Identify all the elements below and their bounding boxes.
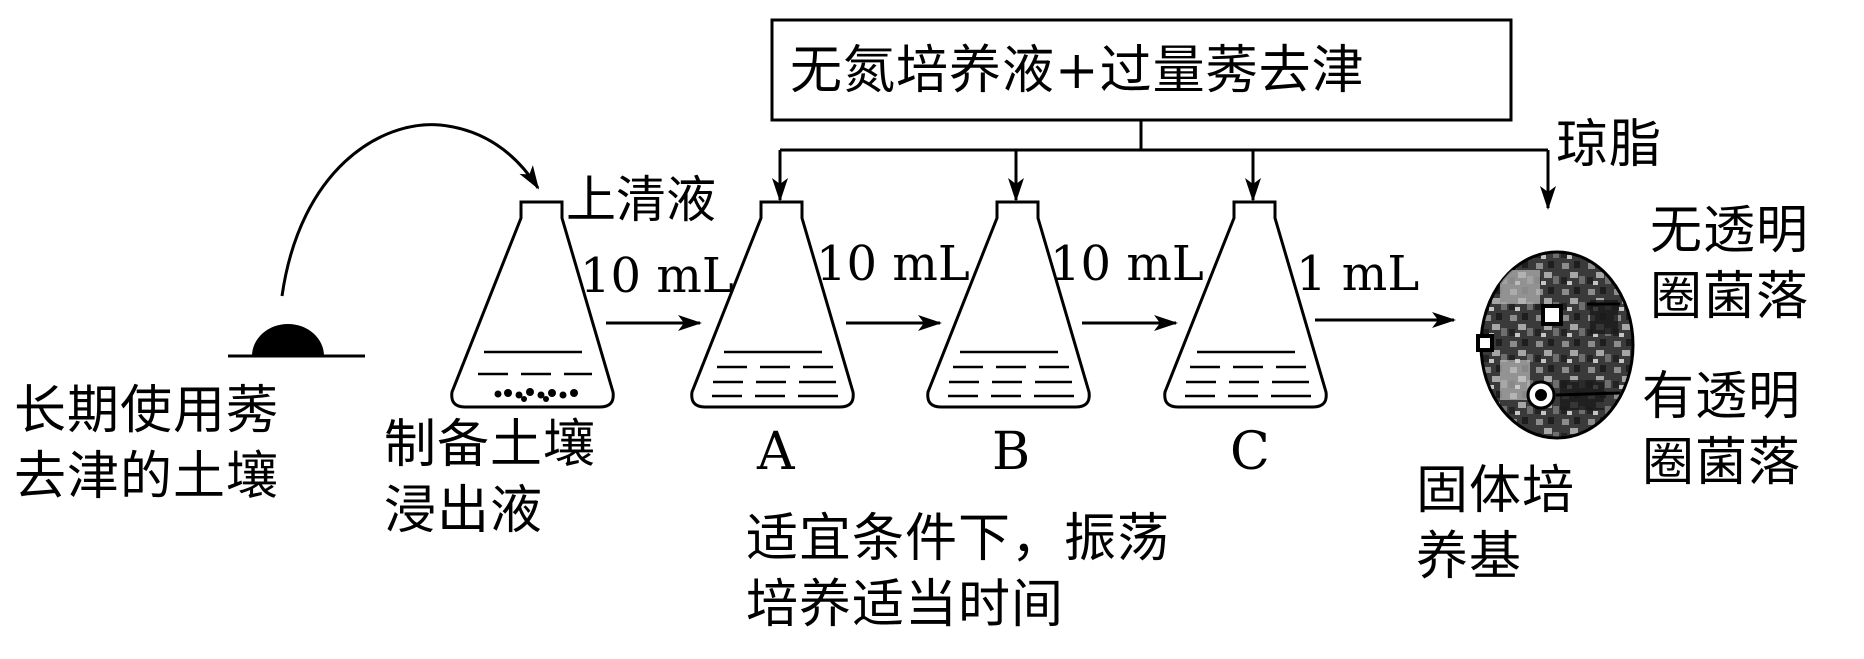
flask-a-label: A	[757, 422, 795, 482]
soil-label: 长期使用莠 去津的土壤	[14, 381, 280, 507]
soil-sample	[252, 324, 324, 356]
culture-condition-label: 适宜条件下，振荡 培养适当时间	[746, 509, 1171, 635]
transfer-volume-4: 1 mL	[1296, 246, 1420, 302]
flask-a-shape	[690, 200, 855, 409]
flask-c-label: C	[1230, 422, 1270, 482]
transfer-volume-2: 10 mL	[816, 236, 970, 292]
flask-soil-extract	[450, 200, 615, 409]
flask-c-shape	[1163, 200, 1328, 409]
medium-box-label: 无氮培养液+过量莠去津	[790, 41, 1365, 101]
solid-medium-label: 固体培 养基	[1416, 461, 1576, 587]
halo-colony-label: 有透明 圈菌落	[1642, 367, 1802, 493]
curved-arrow-soil-to-flask	[280, 123, 540, 297]
flask-b-label: B	[992, 422, 1031, 482]
no-halo-colony-label: 无透明 圈菌落	[1650, 201, 1810, 327]
supernatant-label: 上清液	[566, 171, 716, 229]
transfer-volume-3: 10 mL	[1050, 236, 1204, 292]
culture-dish	[1476, 250, 1635, 440]
agar-label: 琼脂	[1556, 115, 1663, 175]
colony-no-halo	[1541, 304, 1563, 326]
extract-label: 制备土壤 浸出液	[384, 415, 597, 541]
pointer-halo	[1555, 391, 1621, 397]
flask-b-shape	[926, 200, 1091, 409]
colony-no-halo-2	[1476, 334, 1494, 352]
transfer-volume-1: 10 mL	[580, 248, 734, 304]
